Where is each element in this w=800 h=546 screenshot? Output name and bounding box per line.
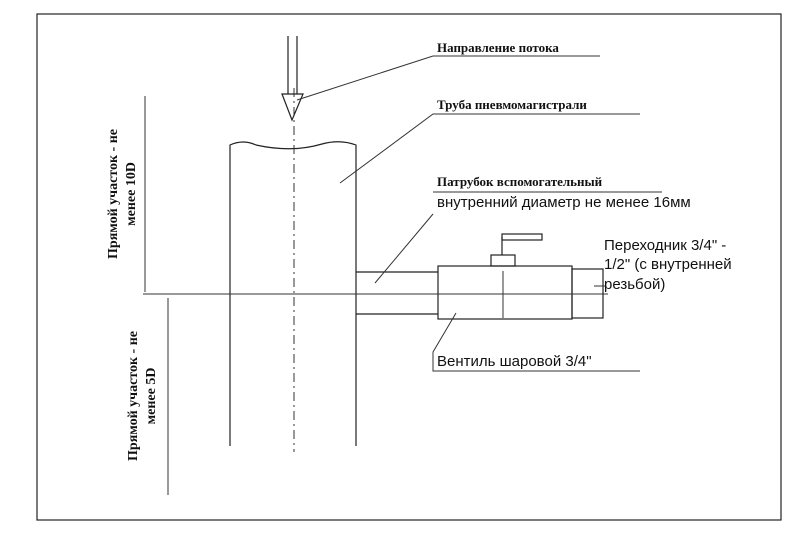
adapter-label: Переходник 3/4" - 1/2" (с внутренней рез… [604, 237, 732, 293]
valve-leader [432, 312, 640, 372]
auxiliary-nozzle [356, 271, 438, 315]
pipe-leader [339, 113, 640, 184]
pipe-label: Труба пневмомагистрали [437, 97, 587, 112]
adapter-label-line3: резьбой) [604, 276, 665, 293]
nozzle-detail-label: внутренний диаметр не менее 16мм [437, 194, 691, 211]
nozzle-title-label: Патрубок вспомогательный [437, 174, 603, 189]
downstream-label-line1: Прямой участок - не [126, 331, 141, 461]
flow-arrow [281, 36, 304, 122]
downstream-label-line2: менее 5D [144, 368, 159, 425]
adapter-label-line1: Переходник 3/4" - [604, 237, 726, 254]
ball-valve [437, 233, 573, 320]
drawing-frame [36, 13, 782, 521]
flow-leader [296, 55, 600, 101]
nozzle-leader [374, 213, 434, 284]
upstream-section-label: Прямой участок - не менее 10D [106, 129, 139, 259]
adapter-label-line2: 1/2" (с внутренней [604, 256, 732, 273]
downstream-section-label: Прямой участок - не менее 5D [126, 331, 159, 461]
flow-direction-label: Направление потока [437, 40, 559, 55]
main-pipe [229, 141, 357, 446]
upstream-label-line2: менее 10D [124, 162, 139, 226]
upstream-label-line1: Прямой участок - не [106, 129, 121, 259]
valve-label: Вентиль шаровой 3/4" [437, 353, 592, 370]
